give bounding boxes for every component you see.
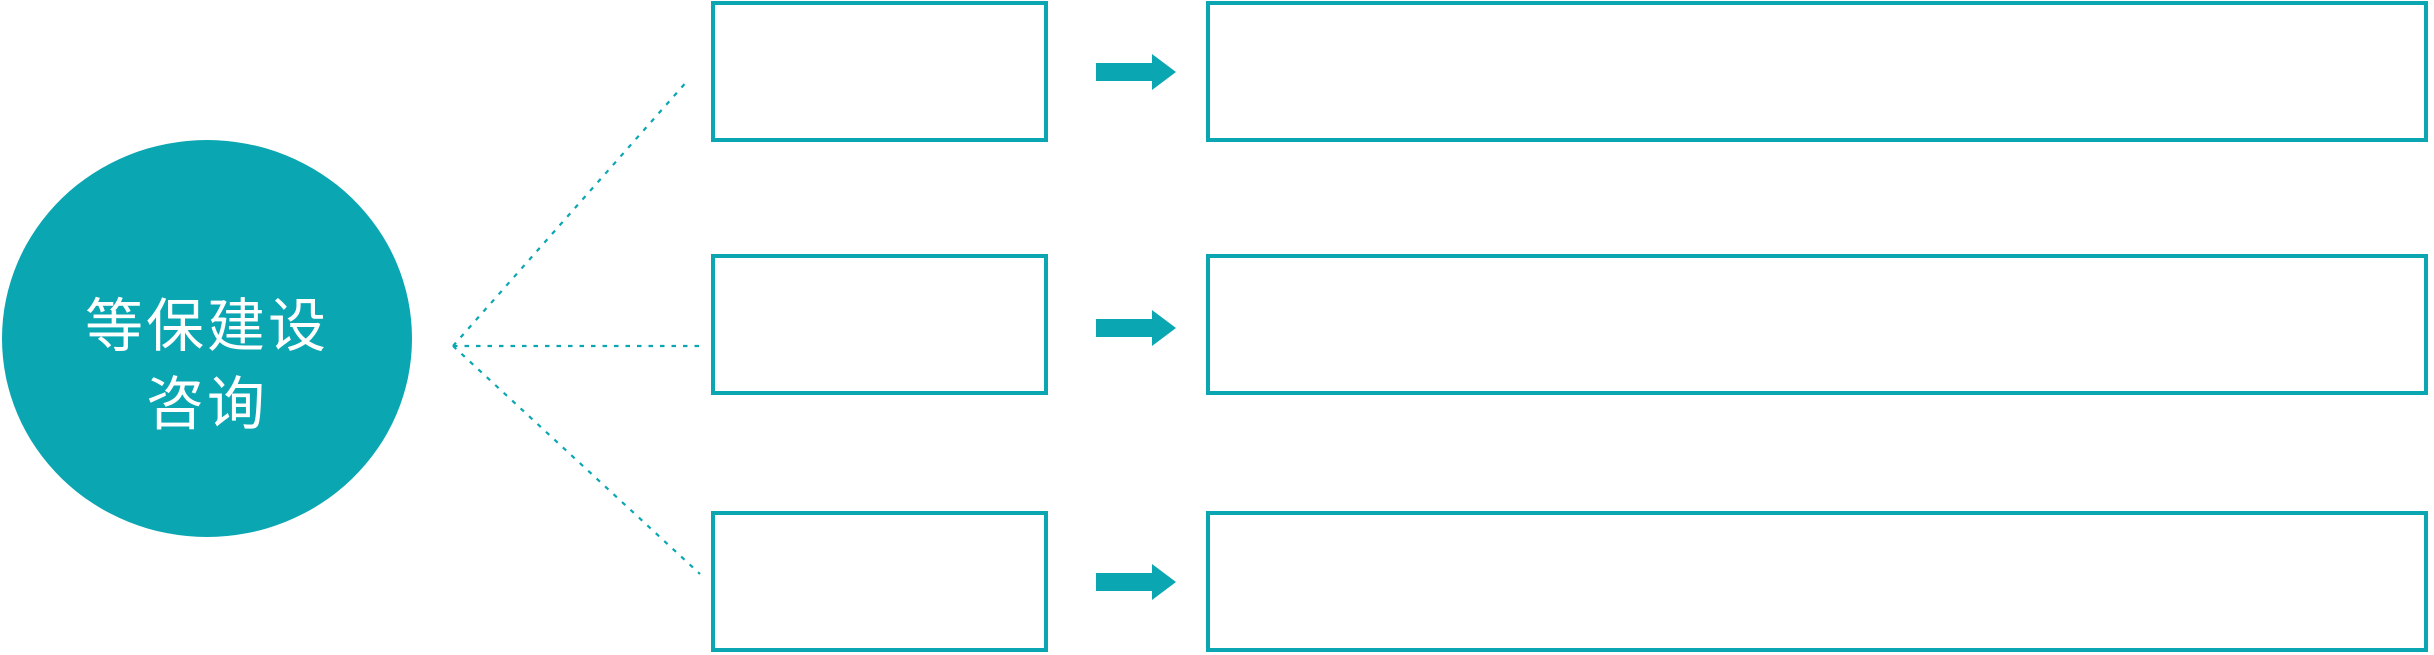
arrow-right-icon [1096,564,1176,600]
topic-box-2 [711,254,1048,395]
topic-box-3 [711,511,1048,652]
circle-label: 等保建设 咨询 [2,288,412,444]
connector-line-bottom [452,345,701,575]
arrow-right-icon [1096,310,1176,346]
connector-line-top [452,78,690,347]
circle-label-line2: 咨询 [145,372,268,437]
detail-box-2 [1206,254,2428,395]
detail-box-3 [1206,511,2428,652]
consulting-circle: 等保建设 咨询 [2,140,412,537]
topic-box-1 [711,1,1048,142]
circle-label-line1: 等保建设 [84,294,329,359]
detail-box-1 [1206,1,2428,142]
arrow-right-icon [1096,54,1176,90]
